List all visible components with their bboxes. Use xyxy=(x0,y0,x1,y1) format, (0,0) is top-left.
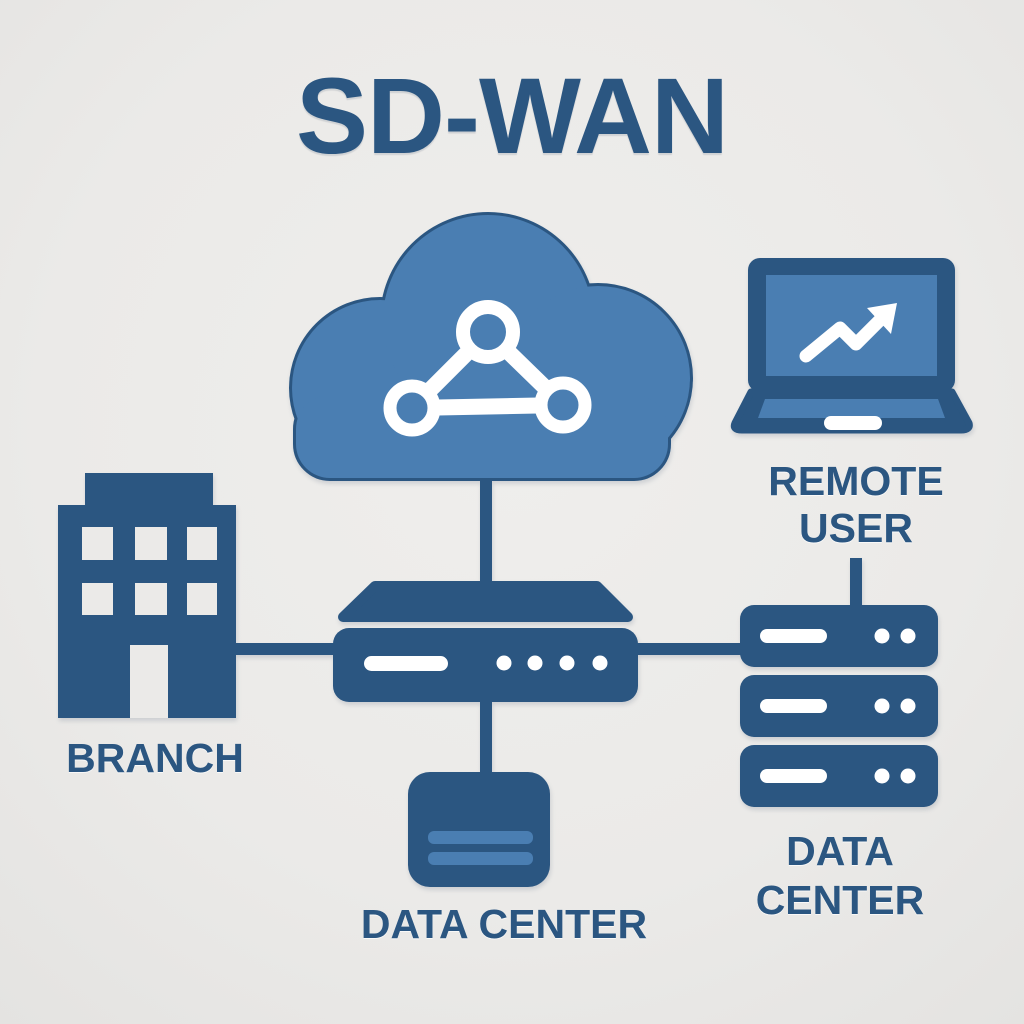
trend-arrow-icon xyxy=(799,311,889,363)
link-user-to-servers xyxy=(850,558,862,610)
server-unit-3 xyxy=(740,745,938,807)
remote-user-label: REMOTE USER xyxy=(736,458,976,552)
data-center-servers-label-line1: DATA xyxy=(786,828,894,874)
server-unit-1 xyxy=(740,605,938,667)
data-center-servers-label: DATA CENTER xyxy=(720,827,960,925)
link-cloud-to-router xyxy=(480,462,492,588)
router-body xyxy=(333,628,638,702)
office-building-icon xyxy=(58,473,236,718)
server-unit-2 xyxy=(740,675,938,737)
laptop-screen xyxy=(766,275,937,376)
storage-bar-1 xyxy=(428,831,533,844)
storage-box xyxy=(408,772,550,887)
sdwan-router-icon xyxy=(333,581,638,702)
link-router-to-datacenter xyxy=(480,698,492,776)
router-status-lights xyxy=(496,655,608,671)
trend-arrowhead xyxy=(867,303,897,334)
page-title: SD-WAN xyxy=(296,55,729,176)
remote-user-label-line2: USER xyxy=(799,505,913,552)
link-router-to-servers xyxy=(634,643,744,655)
router-top xyxy=(338,581,633,622)
data-center-servers-label-line2: CENTER xyxy=(755,877,925,924)
server-stack-icon xyxy=(740,605,938,807)
connector-lines xyxy=(228,462,862,776)
link-branch-to-router xyxy=(228,643,338,655)
building-door xyxy=(130,645,168,718)
storage-box-icon xyxy=(408,772,550,887)
network-triangle-icon xyxy=(383,300,592,437)
cloud-network-icon xyxy=(289,212,693,481)
laptop-touchpad xyxy=(824,416,882,430)
building-windows xyxy=(82,527,217,615)
laptop-trend-icon xyxy=(730,258,973,434)
laptop-keyboard xyxy=(758,399,945,418)
data-center-label: DATA CENTER xyxy=(360,901,648,947)
storage-bar-2 xyxy=(428,852,533,865)
branch-label: BRANCH xyxy=(66,735,244,781)
router-slot xyxy=(364,656,448,671)
remote-user-label-line1: REMOTE xyxy=(768,458,944,504)
